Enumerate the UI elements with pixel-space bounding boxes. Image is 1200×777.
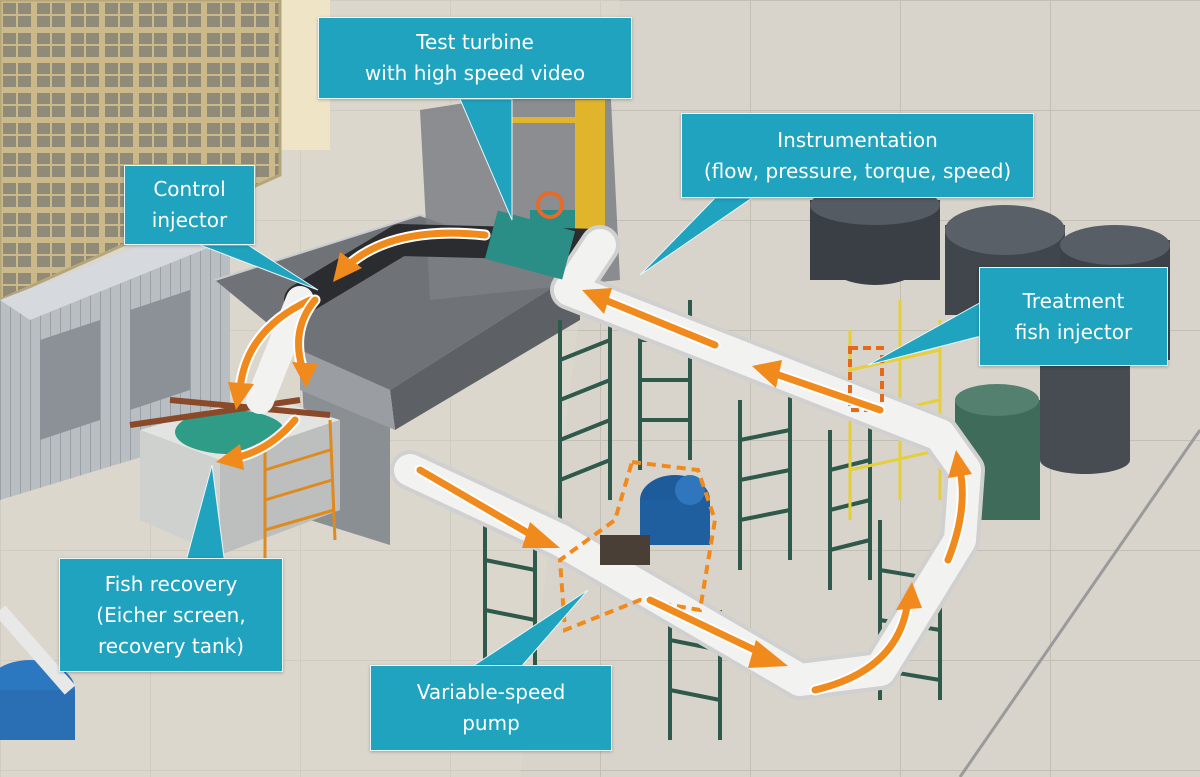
orange-ladder — [263, 419, 337, 560]
pointer-control-injector — [199, 244, 319, 291]
callout-control-injector-line2: injector — [151, 208, 228, 232]
fence — [958, 429, 1200, 777]
callout-fish-recovery: Fish recovery (Eicher screen, recovery t… — [59, 558, 283, 672]
pump-highlight-outline — [557, 459, 718, 633]
pump-motor — [600, 475, 710, 565]
callout-test-turbine-line1: Test turbine — [416, 30, 534, 54]
callout-instrumentation: Instrumentation (flow, pressure, torque,… — [681, 113, 1034, 198]
callout-fish-recovery-line1: Fish recovery — [104, 571, 238, 596]
callout-pump-line2: pump — [462, 711, 520, 735]
callout-fish-recovery-line3: recovery tank) — [97, 633, 245, 658]
building — [0, 0, 330, 302]
callout-test-turbine: Test turbine with high speed video — [318, 17, 632, 99]
flow-arrows — [216, 227, 972, 696]
scaffold-towers — [483, 300, 942, 740]
callout-instrumentation-line1: Instrumentation — [777, 127, 938, 152]
callout-pointers — [184, 98, 986, 669]
callout-pump-line1: Variable-speed — [416, 680, 566, 704]
pointer-instrumentation — [639, 197, 754, 276]
callout-instrumentation-line2: (flow, pressure, torque, speed) — [703, 158, 1012, 183]
callout-test-turbine-line2: with high speed video — [364, 61, 586, 85]
blue-bin — [0, 605, 76, 740]
callout-pump: Variable-speed pump — [370, 665, 612, 751]
callout-control-injector-line1: Control — [153, 177, 226, 201]
callout-treatment-injector-line2: fish injector — [1014, 319, 1133, 344]
callout-fish-recovery-line2: (Eicher screen, — [96, 602, 246, 627]
pointer-test-turbine — [459, 98, 513, 221]
callout-treatment-injector-line1: Treatment — [1022, 288, 1125, 313]
callout-control-injector: Control injector — [124, 165, 255, 245]
callout-treatment-injector: Treatment fish injector — [979, 267, 1168, 366]
